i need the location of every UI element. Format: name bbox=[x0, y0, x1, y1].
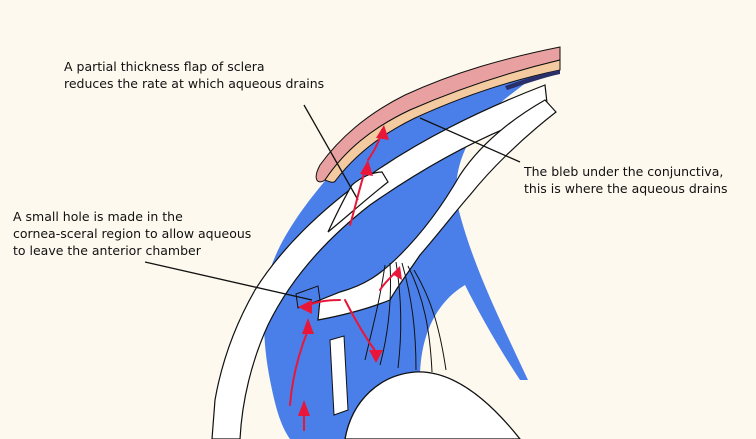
hole-caption-line-2: cornea-sceral region to allow aqueous bbox=[13, 225, 251, 242]
bleb-caption-line-1: The bleb under the conjunctiva, bbox=[524, 163, 728, 180]
flap-caption: A partial thickness flap of sclera reduc… bbox=[64, 58, 324, 92]
flap-caption-line-2: reduces the rate at which aqueous drains bbox=[64, 75, 324, 92]
bleb-caption: The bleb under the conjunctiva, this is … bbox=[524, 163, 728, 197]
hole-caption: A small hole is made in the cornea-scera… bbox=[13, 208, 251, 259]
flap-caption-line-1: A partial thickness flap of sclera bbox=[64, 58, 324, 75]
hole-caption-line-1: A small hole is made in the bbox=[13, 208, 251, 225]
bleb-caption-line-2: this is where the aqueous drains bbox=[524, 180, 728, 197]
hole-caption-line-3: to leave the anterior chamber bbox=[13, 242, 251, 259]
